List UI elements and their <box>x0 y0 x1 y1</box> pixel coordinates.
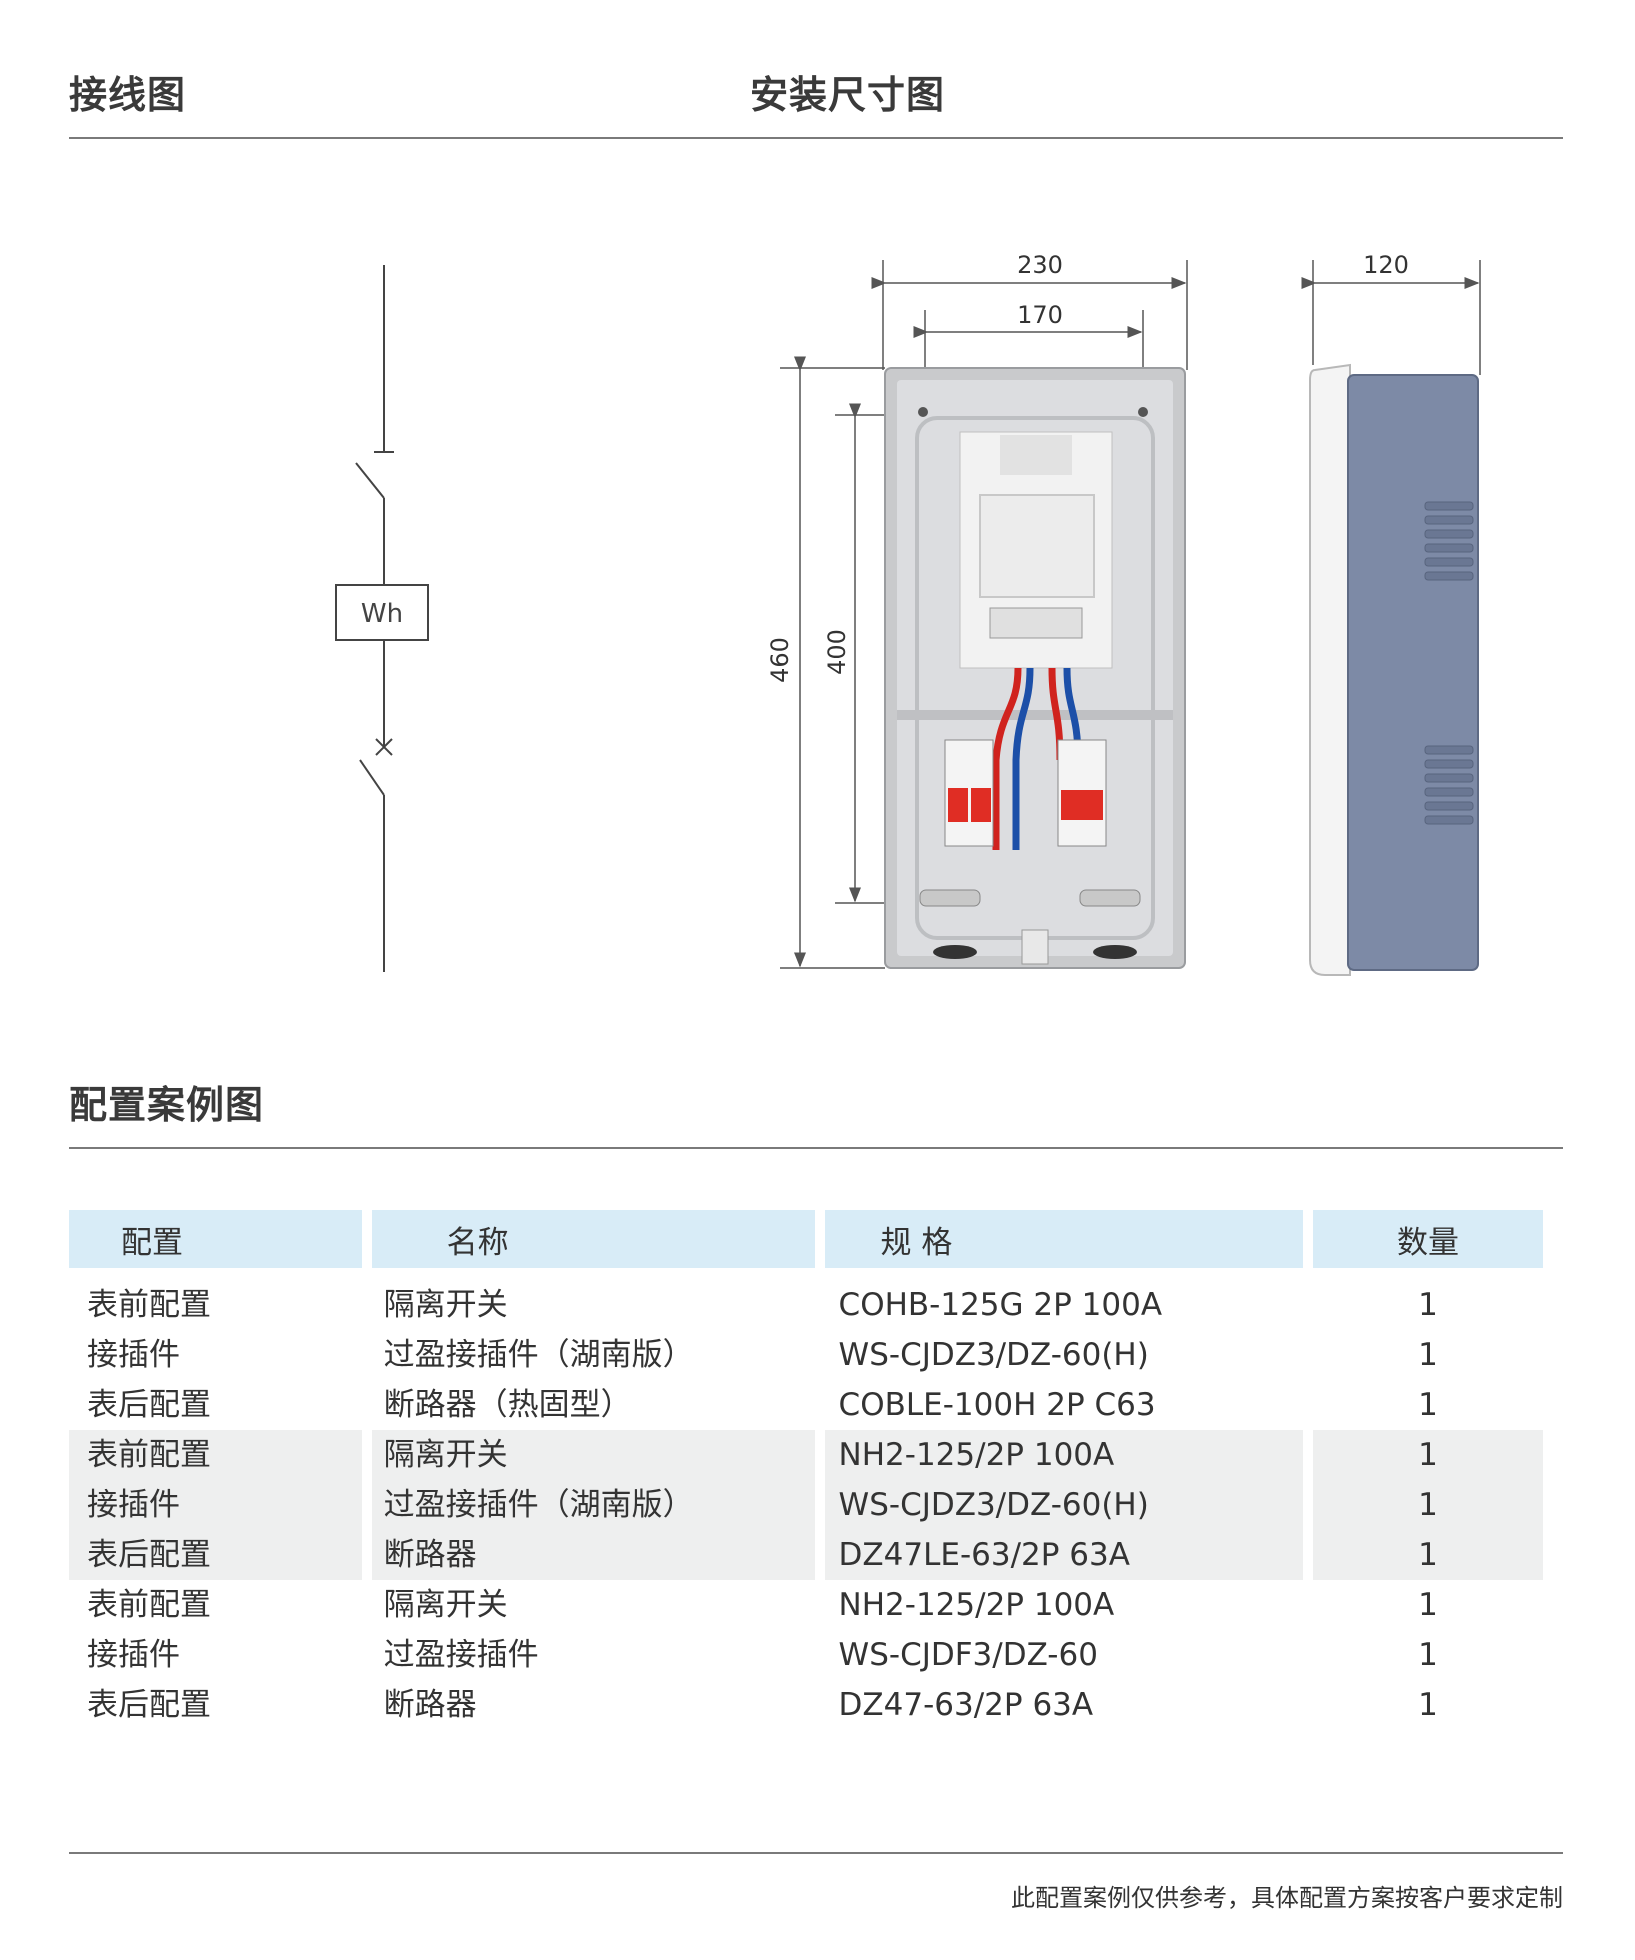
config-value: 表后配置 <box>87 1687 211 1723</box>
table-header-row: 配置 名称 规 格 数量 <box>69 1210 1543 1268</box>
header-spec: 规 格 <box>824 1210 1303 1268</box>
spec-value: DZ47LE-63/2P 63A <box>838 1537 1130 1573</box>
footnote: 此配置案例仅供参考，具体配置方案按客户要求定制 <box>1011 1884 1563 1912</box>
config-value: 表前配置 <box>87 1587 211 1623</box>
config-cell: 表前配置 接插件 表后配置 <box>69 1280 362 1430</box>
spec-value: DZ47-63/2P 63A <box>838 1687 1094 1723</box>
header-qty: 数量 <box>1312 1210 1543 1268</box>
front-view-dimension-drawing: 230 170 460 400 <box>766 251 1188 969</box>
qty-cell: 1 1 1 <box>1313 1280 1543 1430</box>
spec-value: NH2-125/2P 100A <box>838 1587 1115 1623</box>
name-cell: 隔离开关 过盈接插件（湖南版） 断路器 <box>371 1430 815 1580</box>
top-divider <box>69 137 1563 139</box>
config-group-2: 表前配置 接插件 表后配置 隔离开关 过盈接插件（湖南版） 断路器 NH2-12… <box>69 1430 1543 1580</box>
install-dimension-heading: 安装尺寸图 <box>750 73 946 117</box>
table-bottom-rule <box>69 1852 1563 1854</box>
spec-cell: COHB-125G 2P 100A WS-CJDZ3/DZ-60(H) COBL… <box>825 1280 1303 1430</box>
config-value: 表后配置 <box>87 1387 211 1423</box>
spec-cell: NH2-125/2P 100A WS-CJDF3/DZ-60 DZ47-63/2… <box>825 1580 1303 1730</box>
dim-mount-width: 170 <box>1017 301 1063 329</box>
qty-value: 1 <box>1418 1637 1438 1673</box>
qty-value: 1 <box>1418 1437 1438 1473</box>
config-value: 表前配置 <box>87 1287 211 1323</box>
qty-value: 1 <box>1418 1487 1438 1523</box>
header-config: 配置 <box>69 1210 362 1268</box>
config-value: 接插件 <box>87 1637 180 1673</box>
config-example-heading: 配置案例图 <box>69 1083 265 1127</box>
name-value: 隔离开关 <box>383 1587 508 1623</box>
name-value: 断路器 <box>383 1687 477 1723</box>
qty-value: 1 <box>1418 1337 1438 1373</box>
spec-value: WS-CJDF3/DZ-60 <box>838 1637 1098 1673</box>
wiring-diagram-heading: 接线图 <box>69 73 187 117</box>
config-value: 表后配置 <box>87 1537 211 1573</box>
qty-value: 1 <box>1418 1687 1438 1723</box>
dim-mount-height: 400 <box>823 629 851 675</box>
qty-value: 1 <box>1418 1587 1438 1623</box>
spec-cell: NH2-125/2P 100A WS-CJDZ3/DZ-60(H) DZ47LE… <box>824 1430 1303 1580</box>
config-divider <box>69 1147 1563 1149</box>
name-value: 断路器 <box>383 1537 477 1573</box>
spec-value: WS-CJDZ3/DZ-60(H) <box>838 1487 1149 1523</box>
config-group-1: 表前配置 接插件 表后配置 隔离开关 过盈接插件（湖南版） 断路器（热固型） C… <box>69 1280 1543 1430</box>
config-table: 配置 名称 规 格 数量 表前配置 接插件 表后配置 隔离开关 过盈接插件（湖南… <box>59 1210 1553 1730</box>
config-cell: 表前配置 接插件 表后配置 <box>69 1430 362 1580</box>
name-value: 过盈接插件（湖南版） <box>383 1487 694 1523</box>
dim-front-height: 460 <box>766 637 794 683</box>
name-value: 隔离开关 <box>383 1437 508 1473</box>
config-value: 接插件 <box>87 1487 180 1523</box>
name-value: 隔离开关 <box>383 1287 508 1323</box>
name-value: 过盈接插件 <box>383 1637 539 1673</box>
config-cell: 表前配置 接插件 表后配置 <box>69 1580 362 1730</box>
name-value: 过盈接插件（湖南版） <box>383 1337 694 1373</box>
qty-value: 1 <box>1418 1537 1438 1573</box>
name-cell: 隔离开关 过盈接插件 断路器 <box>372 1580 815 1730</box>
name-cell: 隔离开关 过盈接插件（湖南版） 断路器（热固型） <box>372 1280 815 1430</box>
qty-value: 1 <box>1418 1387 1438 1423</box>
spec-value: WS-CJDZ3/DZ-60(H) <box>838 1337 1149 1373</box>
qty-cell: 1 1 1 <box>1313 1580 1543 1730</box>
side-view-dimension-drawing: 120 <box>1301 251 1481 976</box>
wiring-diagram: Wh <box>335 265 429 972</box>
spec-value: COBLE-100H 2P C63 <box>838 1387 1156 1423</box>
spec-value: COHB-125G 2P 100A <box>838 1287 1163 1323</box>
dim-depth: 120 <box>1363 251 1409 279</box>
qty-value: 1 <box>1418 1287 1438 1323</box>
config-group-3: 表前配置 接插件 表后配置 隔离开关 过盈接插件 断路器 NH2-125/2P … <box>69 1580 1543 1730</box>
dim-front-width: 230 <box>1017 251 1063 279</box>
qty-cell: 1 1 1 <box>1312 1430 1543 1580</box>
meter-label: Wh <box>361 599 403 629</box>
spec-value: NH2-125/2P 100A <box>838 1437 1115 1473</box>
header-name: 名称 <box>371 1210 815 1268</box>
name-value: 断路器（热固型） <box>383 1387 632 1423</box>
config-value: 表前配置 <box>87 1437 211 1473</box>
config-value: 接插件 <box>87 1337 180 1373</box>
